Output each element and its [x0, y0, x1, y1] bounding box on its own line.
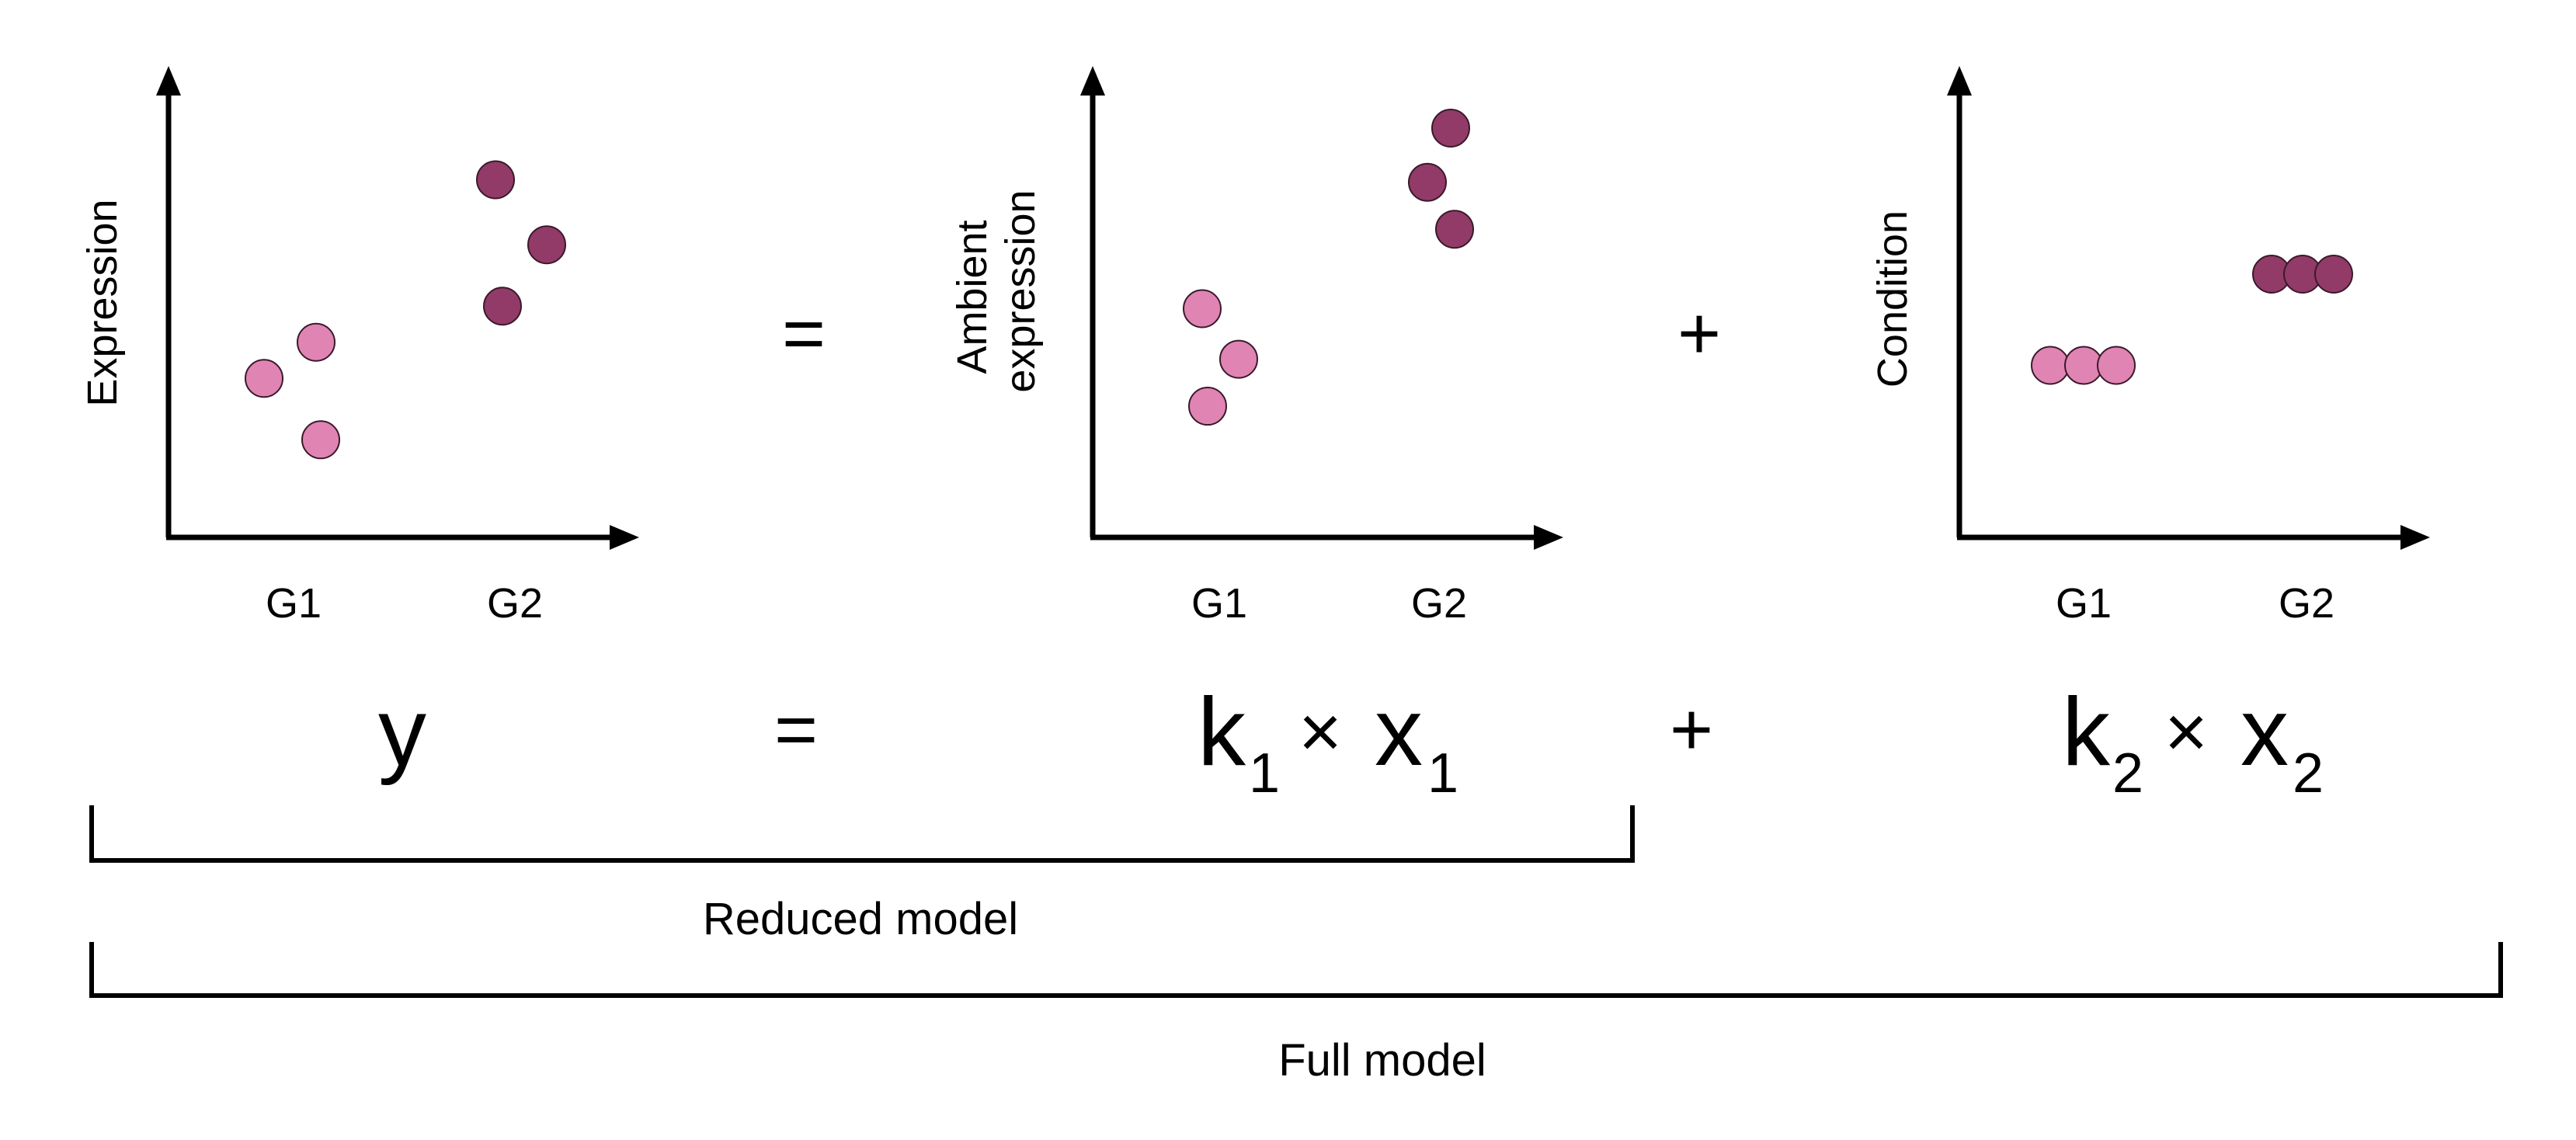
y-axis-arrow-icon [1947, 66, 1972, 96]
data-point-g1 [297, 322, 335, 362]
panel-expression: Expression G1 G2 [79, 66, 639, 627]
equation-k1-subscript: 1 [1249, 742, 1280, 805]
y-axis-label: Expression [79, 199, 126, 406]
data-point-g1 [1183, 289, 1222, 328]
full-model-label: Full model [1278, 1035, 1486, 1086]
x-axis-arrow-icon [610, 525, 639, 550]
category-label-g1: G1 [2056, 580, 2112, 627]
equation-k2: k [2062, 679, 2111, 786]
reduced-model-label: Reduced model [703, 894, 1018, 944]
x-axis-arrow-icon [2400, 525, 2430, 550]
data-point-g2 [527, 225, 566, 265]
category-label-g1: G1 [1191, 580, 1247, 627]
bracket-line [89, 805, 1635, 863]
x-axis-arrow-icon [1534, 525, 1563, 550]
category-label-g1: G1 [266, 580, 322, 627]
data-point-g1 [2064, 346, 2103, 385]
panel-ambient-expression: Ambient expression G1 G2 [949, 66, 1563, 627]
equation-y: y [378, 679, 426, 786]
y-axis-label: Condition [1869, 210, 1916, 388]
equation-x1-subscript: 1 [1427, 742, 1458, 805]
y-axis-label: Ambient expression [949, 189, 1044, 392]
equation-term-1: k 1 × x 1 [1198, 679, 1458, 805]
equation-x2-subscript: 2 [2293, 742, 2324, 805]
equation-plus: + [1670, 688, 1713, 771]
equation-equals: = [774, 688, 818, 771]
reduced-model-bracket: Reduced model [89, 805, 1635, 944]
equation-x2: x [2241, 679, 2289, 786]
y-axis-arrow-icon [156, 66, 181, 96]
data-point-g2 [1431, 109, 1470, 148]
data-point-g1 [2031, 346, 2070, 385]
data-point-g2 [476, 160, 515, 200]
data-point-g1 [1188, 387, 1227, 426]
operator-plus: + [1677, 292, 1721, 375]
equation-k1: k [1198, 679, 1246, 786]
data-point-g1 [2097, 346, 2136, 385]
equation-k2-subscript: 2 [2112, 742, 2143, 805]
data-points [1183, 109, 1474, 426]
data-point-g2 [1435, 210, 1474, 249]
equation-times-1: × [1298, 690, 1342, 773]
equation-x1: x [1375, 679, 1423, 786]
data-point-g2 [483, 287, 522, 326]
y-axis-arrow-icon [1080, 66, 1105, 96]
full-model-bracket: Full model [89, 942, 2503, 1086]
data-points [2031, 255, 2353, 385]
category-label-g2: G2 [2279, 580, 2334, 627]
data-points [245, 160, 566, 460]
bracket-line [89, 942, 2503, 998]
equation-term-2: k 2 × x 2 [2062, 679, 2324, 805]
data-point-g2 [1408, 162, 1447, 202]
operator-equals: = [782, 292, 826, 375]
data-point-g1 [301, 420, 340, 460]
data-point-g2 [2314, 255, 2353, 294]
category-label-g2: G2 [487, 580, 543, 627]
data-point-g1 [1219, 339, 1258, 379]
category-label-g2: G2 [1411, 580, 1467, 627]
equation-times-2: × [2164, 690, 2208, 773]
data-point-g1 [245, 359, 283, 398]
panel-condition: Condition G1 G2 [1869, 66, 2430, 627]
